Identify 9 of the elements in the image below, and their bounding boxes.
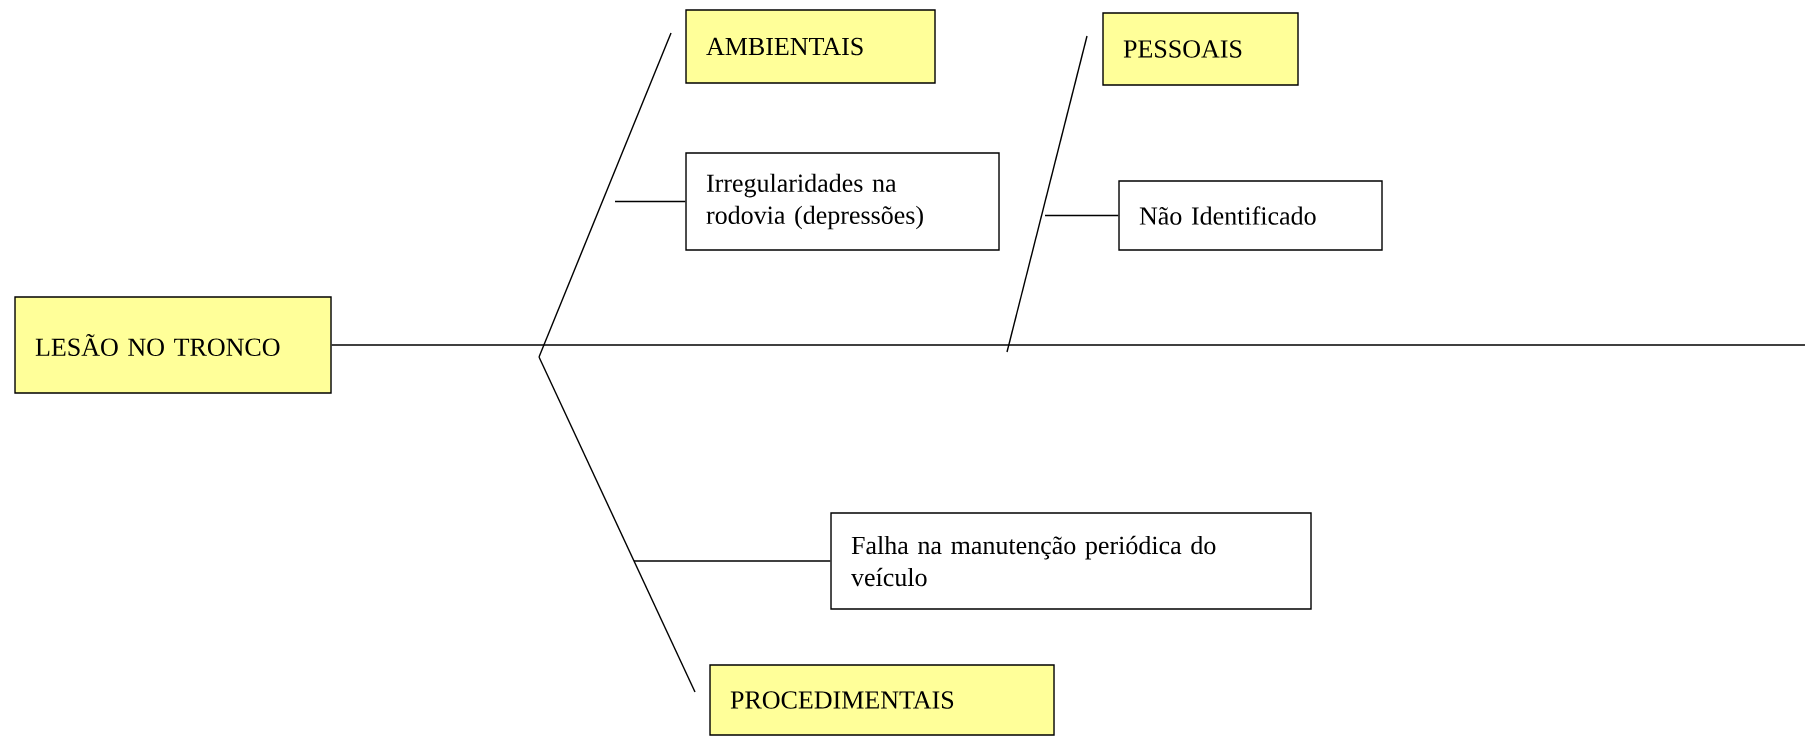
category-box: LESÃO NO TRONCO: [14, 296, 332, 394]
cause-box: Falha na manutenção periódica do veículo: [830, 512, 1312, 610]
spine-line: [331, 344, 1805, 346]
category-box: PESSOAIS: [1102, 12, 1299, 86]
cause-box: Não Identificado: [1118, 180, 1383, 251]
branch-line: [1044, 214, 1119, 217]
cause-box: Irregularidades na rodovia (depressões): [685, 152, 1000, 251]
category-box: AMBIENTAIS: [685, 9, 936, 84]
category-box: PROCEDIMENTAIS: [709, 664, 1055, 736]
